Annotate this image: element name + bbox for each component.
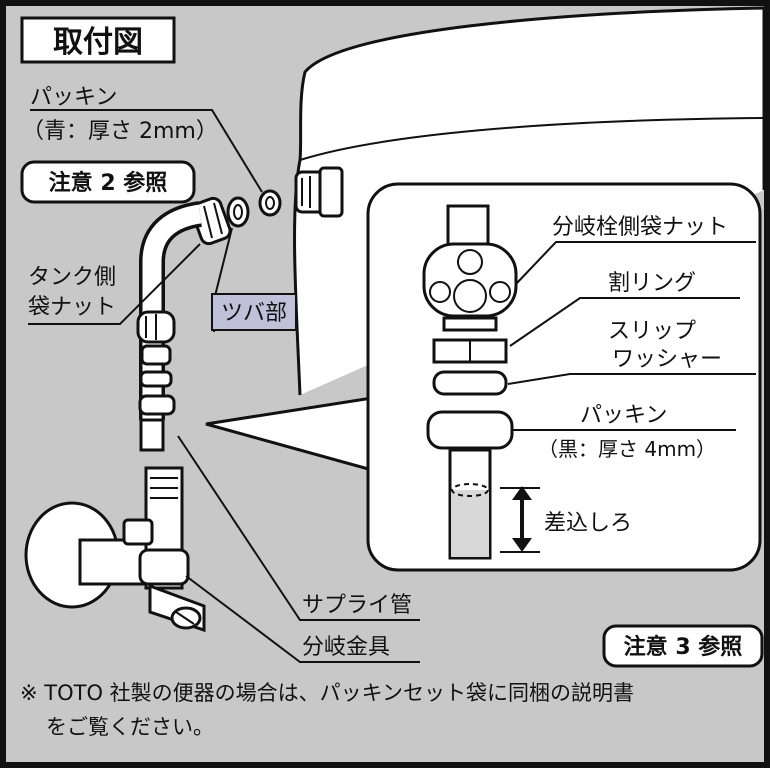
- detail-inset-panel: [366, 182, 762, 572]
- packing-top: [258, 189, 282, 217]
- label-tank-nut-2: 袋ナット: [28, 295, 116, 320]
- branch-fitting-drawing: [24, 466, 206, 633]
- label-slip-washer-2: ワッシャー: [612, 347, 722, 372]
- label-packing-blue-1: パッキン: [30, 85, 117, 110]
- label-packing-blue-2: （青：厚さ 2mm）: [22, 119, 218, 144]
- note-2-badge: 注意 2 参照: [20, 160, 196, 204]
- label-slip-washer-1: スリップ: [608, 319, 696, 344]
- note-3-badge: 注意 3 参照: [602, 624, 764, 668]
- label-packing-black-2: （黒：厚さ 4mm）: [538, 437, 716, 461]
- note-3-text: 注意 3 参照: [624, 634, 743, 660]
- label-branch-side-nut: 分岐栓側袋ナット: [552, 215, 728, 240]
- flange-part: [226, 196, 250, 228]
- label-split-ring: 割リング: [608, 271, 696, 296]
- footnote-line-2: をご覧ください。: [46, 715, 214, 739]
- label-insertion-depth: 差込しろ: [544, 511, 632, 536]
- note-2-text: 注意 2 参照: [49, 170, 168, 196]
- label-packing-black-1: パッキン: [580, 403, 667, 428]
- label-branch-fitting: 分岐金具: [302, 635, 390, 660]
- footnote-line-1: ※ TOTO 社製の便器の場合は、パッキンセット袋に同梱の説明書: [20, 681, 634, 705]
- tank-fitting: [294, 166, 344, 218]
- label-tank-nut-1: タンク側: [28, 265, 116, 290]
- lower-pipe-parts: [136, 310, 176, 416]
- supply-pipe: [139, 201, 203, 452]
- page-title: 取付図: [53, 25, 143, 60]
- label-flange: ツバ部: [221, 301, 287, 326]
- title-box: 取付図: [20, 16, 176, 64]
- label-supply-pipe: サプライ管: [302, 593, 412, 618]
- flange-label-box: ツバ部: [211, 293, 297, 331]
